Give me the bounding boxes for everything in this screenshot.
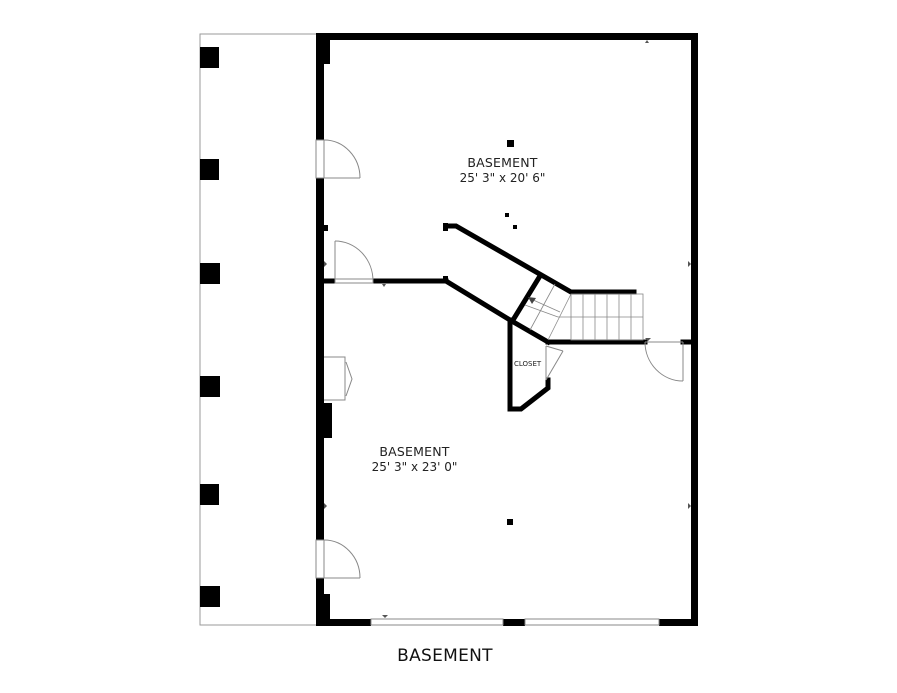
room-dimensions: 25' 3" x 23' 0" (371, 459, 458, 474)
porch-area (199, 33, 318, 626)
doors[interactable] (315, 139, 684, 579)
wall-tick-markers (324, 40, 691, 618)
stair-arrow-icon (528, 297, 536, 304)
windows (370, 618, 660, 626)
staircase (524, 283, 644, 341)
room-dimensions: 25' 3" x 20' 6" (459, 170, 546, 185)
wall-stubs (443, 223, 448, 282)
room-label-closet: CLOSET (514, 360, 542, 368)
exterior-walls (316, 33, 698, 626)
interior-walls (321, 223, 694, 412)
column-markers (505, 140, 517, 525)
room-name: BASEMENT (467, 155, 538, 170)
porch-posts (200, 47, 220, 607)
room-name: BASEMENT (379, 444, 450, 459)
floor-title: BASEMENT (397, 646, 493, 666)
room-label-basement-lower: BASEMENT 25' 3" x 23' 0" (342, 444, 487, 475)
room-label-basement-upper: BASEMENT 25' 3" x 20' 6" (430, 155, 575, 186)
